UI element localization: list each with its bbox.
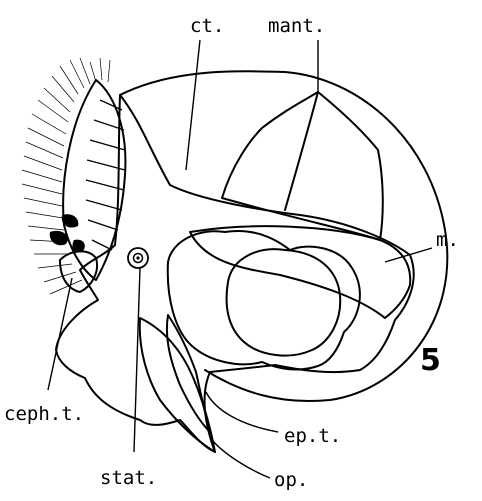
- label-m: m.: [436, 229, 459, 251]
- stomach: [227, 249, 341, 355]
- label-op: op.: [274, 469, 308, 491]
- retractor-muscle: [190, 226, 410, 318]
- label-stat: stat.: [100, 467, 157, 489]
- digestive-gland: [168, 231, 360, 370]
- body: [56, 95, 414, 452]
- mantle: [222, 92, 383, 240]
- cephalic-tentacle: [60, 251, 97, 292]
- epipodial-tentacle: [167, 315, 210, 432]
- figure-number: 5: [420, 343, 441, 378]
- velum-band: [63, 80, 125, 280]
- statocyst: [128, 248, 148, 268]
- operculum: [140, 318, 215, 452]
- label-ep-t: ep.t.: [284, 425, 341, 447]
- label-ct: ct.: [190, 15, 224, 37]
- label-mant: mant.: [268, 15, 325, 37]
- label-ceph-t: ceph.t.: [4, 403, 84, 425]
